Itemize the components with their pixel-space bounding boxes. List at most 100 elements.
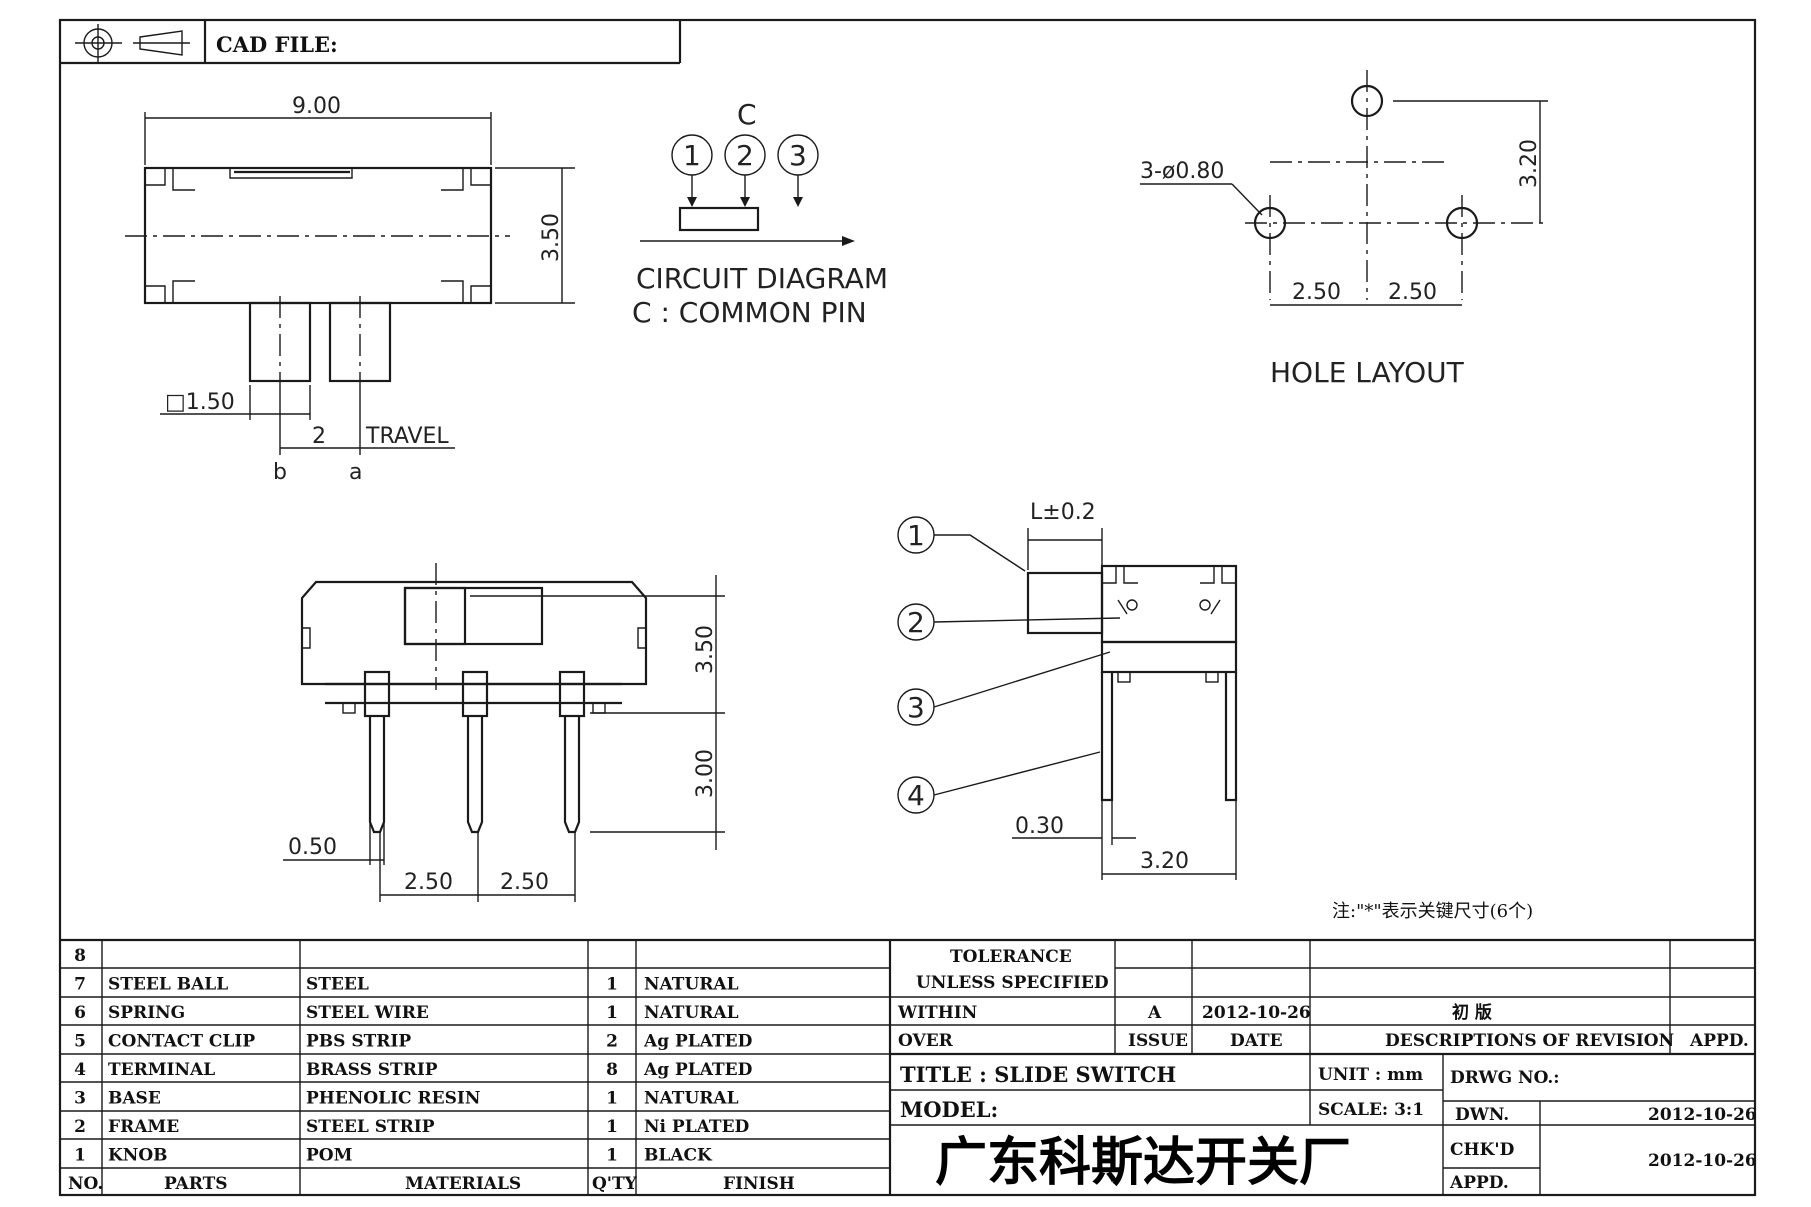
dim-hole-diameter: 3-ø0.80 bbox=[1140, 159, 1224, 184]
bom-qty: 1 bbox=[606, 1146, 618, 1166]
revision-issue-label: ISSUE bbox=[1128, 1031, 1188, 1051]
dim-front-pitch-right: 2.50 bbox=[500, 870, 549, 895]
checked-date: 2012-10-26 bbox=[1648, 1151, 1757, 1171]
dim-pin-length-300: 3.00 bbox=[693, 749, 718, 798]
bom-no: 7 bbox=[74, 975, 86, 995]
revision-appd-label: APPD. bbox=[1689, 1031, 1749, 1051]
tolerance-revision-block: TOLERANCE UNLESS SPECIFIED WITHIN OVER A… bbox=[890, 940, 1755, 1054]
revision-description-value: 初 版 bbox=[1452, 1002, 1492, 1023]
hole-layout-title: HOLE LAYOUT bbox=[1270, 356, 1465, 389]
bom-finish: NATURAL bbox=[644, 975, 739, 995]
bom-no: 3 bbox=[74, 1089, 86, 1109]
bom-finish: Ag PLATED bbox=[643, 1032, 753, 1052]
dim-hole-pitch-right: 2.50 bbox=[1388, 280, 1437, 305]
callout-3: 3 bbox=[907, 691, 925, 724]
bom-no: 2 bbox=[74, 1117, 86, 1137]
bom-part: FRAME bbox=[108, 1117, 179, 1137]
circuit-diagram: C 1 2 3 CIRCUIT DIAGRAM C : COMMON PIN bbox=[632, 98, 888, 329]
front-view: 3.50 3.00 2.50 2.50 0.50 bbox=[283, 563, 725, 902]
circuit-common-label: C bbox=[737, 98, 757, 131]
bom-material: STEEL WIRE bbox=[306, 1003, 429, 1023]
bom-header-finish: FINISH bbox=[723, 1174, 795, 1194]
bom-finish: Ni PLATED bbox=[644, 1117, 750, 1137]
dim-knob-length: L±0.2 bbox=[1030, 500, 1096, 525]
revision-date-label: DATE bbox=[1230, 1031, 1283, 1051]
unit-text: UNIT : mm bbox=[1318, 1065, 1423, 1085]
travel-label: TRAVEL bbox=[365, 424, 449, 449]
bom-part: KNOB bbox=[108, 1146, 168, 1166]
callout-4: 4 bbox=[907, 779, 925, 812]
dim-pin-thickness: 0.30 bbox=[1015, 814, 1064, 839]
callout-2: 2 bbox=[907, 606, 925, 639]
bom-no: 1 bbox=[74, 1146, 86, 1166]
scale-text: SCALE: 3:1 bbox=[1318, 1100, 1424, 1120]
company-name: 广东科斯达开关厂 bbox=[935, 1133, 1351, 1193]
title-text: TITLE : SLIDE SWITCH bbox=[900, 1062, 1176, 1087]
position-a: a bbox=[349, 460, 362, 485]
bom-header-qty: Q'TY bbox=[592, 1174, 638, 1194]
dim-height-350: 3.50 bbox=[539, 213, 564, 262]
pin-1-label: 1 bbox=[683, 139, 701, 172]
hole-layout: 3.20 2.50 2.50 3-ø0.80 HOLE LAYOUT bbox=[1140, 70, 1548, 389]
bom-no: 6 bbox=[74, 1003, 86, 1023]
bom-qty: 2 bbox=[606, 1032, 618, 1052]
bom-material: POM bbox=[306, 1146, 353, 1166]
circuit-subtitle: C : COMMON PIN bbox=[632, 296, 867, 329]
dim-hole-height-320: 3.20 bbox=[1517, 139, 1542, 188]
side-view: L±0.2 1 2 3 4 0.30 3.20 bbox=[897, 500, 1238, 880]
bom-header-parts: PARTS bbox=[164, 1174, 228, 1194]
tolerance-line1: TOLERANCE bbox=[950, 947, 1072, 967]
bom-header-materials: MATERIALS bbox=[405, 1174, 521, 1194]
cad-file-label: CAD FILE: bbox=[216, 32, 338, 57]
bom-material: STEEL STRIP bbox=[306, 1117, 435, 1137]
approved-label: APPD. bbox=[1449, 1173, 1509, 1193]
dim-width-9: 9.00 bbox=[292, 94, 341, 119]
top-view: 9.00 3.50 □1.50 2 TRAVEL b a bbox=[125, 94, 575, 485]
revision-issue-value: A bbox=[1147, 1003, 1162, 1023]
bom-qty: 1 bbox=[606, 1089, 618, 1109]
drawn-label: DWN. bbox=[1455, 1105, 1509, 1125]
pin-2-label: 2 bbox=[736, 139, 754, 172]
bom-finish: BLACK bbox=[644, 1146, 713, 1166]
revision-date-value: 2012-10-26 bbox=[1202, 1003, 1311, 1023]
bom-no: 8 bbox=[74, 946, 86, 966]
bom-finish: NATURAL bbox=[644, 1089, 739, 1109]
bom-finish: Ag PLATED bbox=[643, 1060, 753, 1080]
revision-description-label: DESCRIPTIONS OF REVISION bbox=[1385, 1031, 1674, 1051]
sheet-border bbox=[58, 18, 1757, 1197]
bom-qty: 1 bbox=[606, 975, 618, 995]
model-text: MODEL: bbox=[900, 1097, 998, 1122]
circuit-title: CIRCUIT DIAGRAM bbox=[636, 262, 888, 295]
bom-material: BRASS STRIP bbox=[306, 1060, 438, 1080]
drawing-number-label: DRWG NO.: bbox=[1450, 1068, 1560, 1088]
key-dimension-note: 注:"*"表示关键尺寸(6个) bbox=[1332, 901, 1533, 922]
dim-pin-width-050: 0.50 bbox=[288, 835, 337, 860]
callout-1: 1 bbox=[907, 519, 925, 552]
bom-part: SPRING bbox=[108, 1003, 185, 1023]
bom-qty: 1 bbox=[606, 1003, 618, 1023]
tolerance-over: OVER bbox=[898, 1031, 954, 1051]
dim-travel-2: 2 bbox=[312, 424, 326, 449]
dim-front-height-350: 3.50 bbox=[693, 625, 718, 674]
bom-material: STEEL bbox=[306, 975, 369, 995]
bom-header-no: NO. bbox=[68, 1174, 103, 1194]
bom-row: 8 bbox=[74, 946, 86, 966]
bom-no: 5 bbox=[74, 1032, 86, 1052]
dim-front-pitch-left: 2.50 bbox=[404, 870, 453, 895]
title-block: TITLE : SLIDE SWITCH MODEL: UNIT : mm SC… bbox=[890, 1052, 1757, 1195]
tolerance-within: WITHIN bbox=[897, 1003, 977, 1023]
bom-qty: 8 bbox=[606, 1060, 618, 1080]
bom-row: 1 KNOB POM 1 BLACK bbox=[74, 1146, 713, 1166]
position-b: b bbox=[273, 460, 287, 485]
checked-label: CHK'D bbox=[1450, 1140, 1515, 1160]
pin-3-label: 3 bbox=[789, 139, 807, 172]
dim-hole-pitch-left: 2.50 bbox=[1292, 280, 1341, 305]
